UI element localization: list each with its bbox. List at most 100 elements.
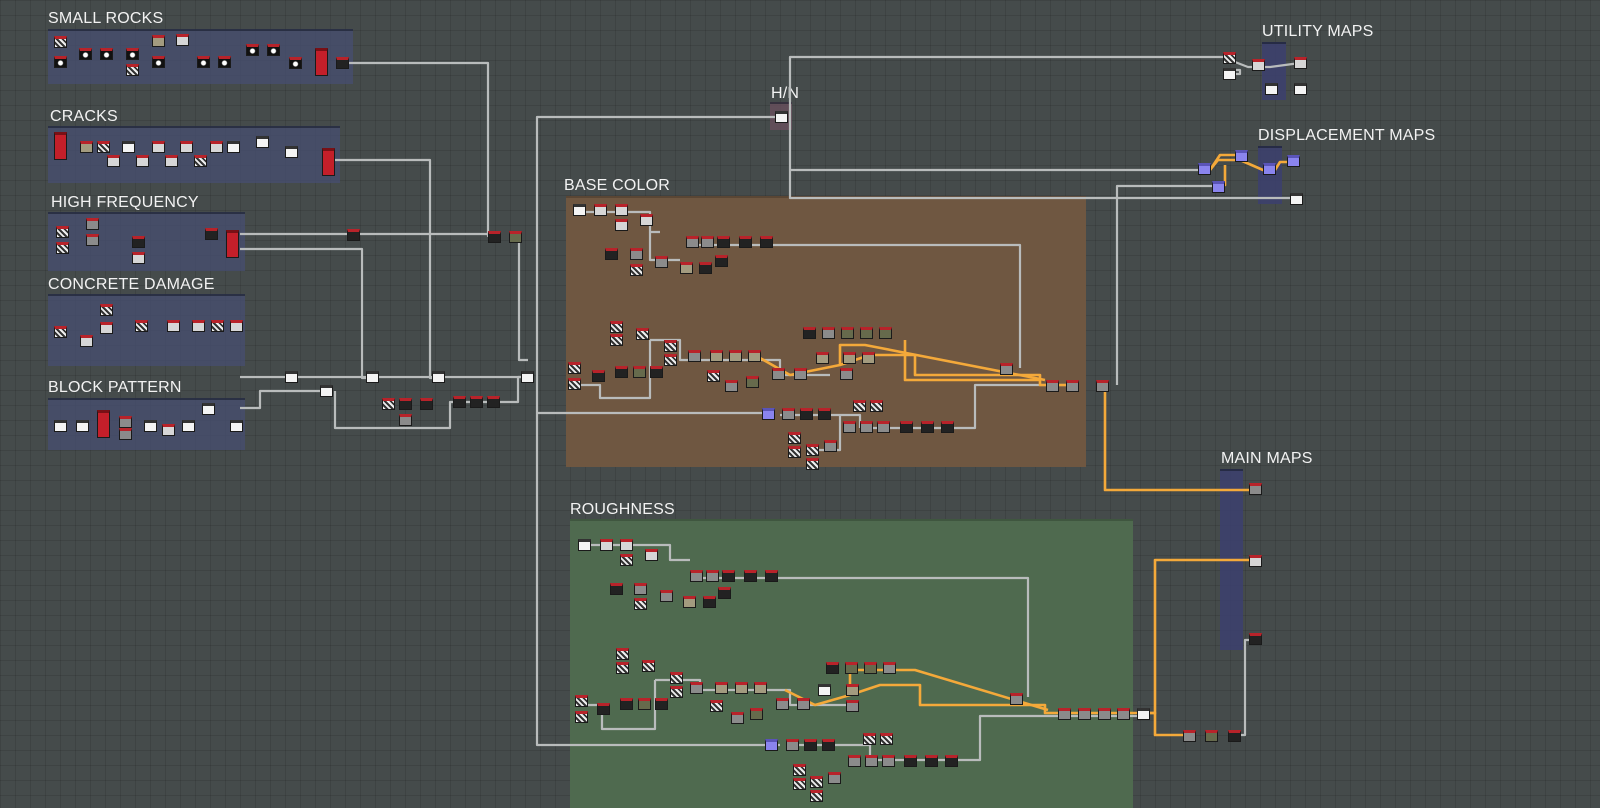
- node[interactable]: [670, 686, 683, 698]
- node[interactable]: [470, 396, 483, 408]
- node[interactable]: [100, 48, 113, 60]
- node[interactable]: [794, 368, 807, 380]
- node[interactable]: [840, 368, 853, 380]
- node[interactable]: [180, 141, 193, 153]
- node[interactable]: [900, 421, 913, 433]
- node[interactable]: [54, 326, 67, 338]
- node[interactable]: [800, 408, 813, 420]
- node[interactable]: [218, 56, 231, 68]
- node[interactable]: [119, 416, 132, 428]
- node[interactable]: [267, 44, 280, 56]
- node[interactable]: [843, 352, 856, 364]
- node[interactable]: [853, 400, 866, 412]
- node[interactable]: [803, 327, 816, 339]
- node[interactable]: [722, 570, 735, 582]
- node[interactable]: [862, 352, 875, 364]
- node[interactable]: [703, 596, 716, 608]
- node[interactable]: [865, 755, 878, 767]
- node[interactable]: [816, 352, 829, 364]
- node[interactable]: [717, 236, 730, 248]
- node[interactable]: [54, 56, 67, 68]
- node[interactable]: [701, 236, 714, 248]
- node[interactable]: [762, 408, 775, 420]
- node[interactable]: [285, 146, 298, 158]
- node[interactable]: [793, 764, 806, 776]
- node[interactable]: [256, 136, 269, 148]
- node[interactable]: [683, 596, 696, 608]
- node[interactable]: [1249, 483, 1262, 495]
- node[interactable]: [664, 340, 677, 352]
- node[interactable]: [573, 204, 586, 216]
- node[interactable]: [1287, 155, 1300, 167]
- node[interactable]: [152, 56, 165, 68]
- node[interactable]: [315, 48, 328, 76]
- node[interactable]: [824, 440, 837, 452]
- node[interactable]: [1290, 193, 1303, 205]
- node[interactable]: [846, 700, 859, 712]
- node[interactable]: [664, 354, 677, 366]
- node[interactable]: [1096, 380, 1109, 392]
- node[interactable]: [453, 396, 466, 408]
- node[interactable]: [633, 366, 646, 378]
- node[interactable]: [610, 334, 623, 346]
- node[interactable]: [630, 264, 643, 276]
- node[interactable]: [568, 378, 581, 390]
- node[interactable]: [650, 366, 663, 378]
- node[interactable]: [670, 672, 683, 684]
- node[interactable]: [660, 590, 673, 602]
- node[interactable]: [97, 141, 110, 153]
- node[interactable]: [810, 776, 823, 788]
- node[interactable]: [107, 155, 120, 167]
- node[interactable]: [860, 327, 873, 339]
- node[interactable]: [1249, 555, 1262, 567]
- node[interactable]: [119, 428, 132, 440]
- node[interactable]: [79, 48, 92, 60]
- node[interactable]: [197, 56, 210, 68]
- node[interactable]: [760, 236, 773, 248]
- node[interactable]: [610, 321, 623, 333]
- node[interactable]: [860, 421, 873, 433]
- node[interactable]: [1294, 57, 1307, 69]
- node[interactable]: [846, 684, 859, 696]
- node[interactable]: [488, 231, 501, 243]
- node[interactable]: [136, 155, 149, 167]
- node[interactable]: [56, 226, 69, 238]
- node[interactable]: [630, 248, 643, 260]
- node[interactable]: [636, 328, 649, 340]
- node[interactable]: [1078, 708, 1091, 720]
- node[interactable]: [1223, 52, 1236, 64]
- node[interactable]: [100, 304, 113, 316]
- node[interactable]: [729, 350, 742, 362]
- node[interactable]: [775, 111, 788, 123]
- node[interactable]: [620, 554, 633, 566]
- node[interactable]: [620, 698, 633, 710]
- node[interactable]: [1058, 708, 1071, 720]
- node[interactable]: [1137, 708, 1150, 720]
- node[interactable]: [645, 549, 658, 561]
- node[interactable]: [735, 682, 748, 694]
- node[interactable]: [710, 700, 723, 712]
- node[interactable]: [1252, 59, 1265, 71]
- node[interactable]: [162, 424, 175, 436]
- node[interactable]: [879, 327, 892, 339]
- node[interactable]: [432, 371, 445, 383]
- node[interactable]: [1066, 380, 1079, 392]
- node[interactable]: [205, 228, 218, 240]
- node[interactable]: [750, 708, 763, 720]
- node[interactable]: [904, 755, 917, 767]
- node[interactable]: [804, 739, 817, 751]
- node[interactable]: [848, 755, 861, 767]
- node[interactable]: [616, 662, 629, 674]
- node[interactable]: [710, 350, 723, 362]
- node[interactable]: [615, 366, 628, 378]
- node[interactable]: [366, 371, 379, 383]
- node[interactable]: [336, 57, 349, 69]
- node[interactable]: [699, 262, 712, 274]
- node[interactable]: [122, 141, 135, 153]
- node[interactable]: [1265, 83, 1278, 95]
- node[interactable]: [487, 396, 500, 408]
- node[interactable]: [246, 44, 259, 56]
- node[interactable]: [744, 570, 757, 582]
- node[interactable]: [786, 739, 799, 751]
